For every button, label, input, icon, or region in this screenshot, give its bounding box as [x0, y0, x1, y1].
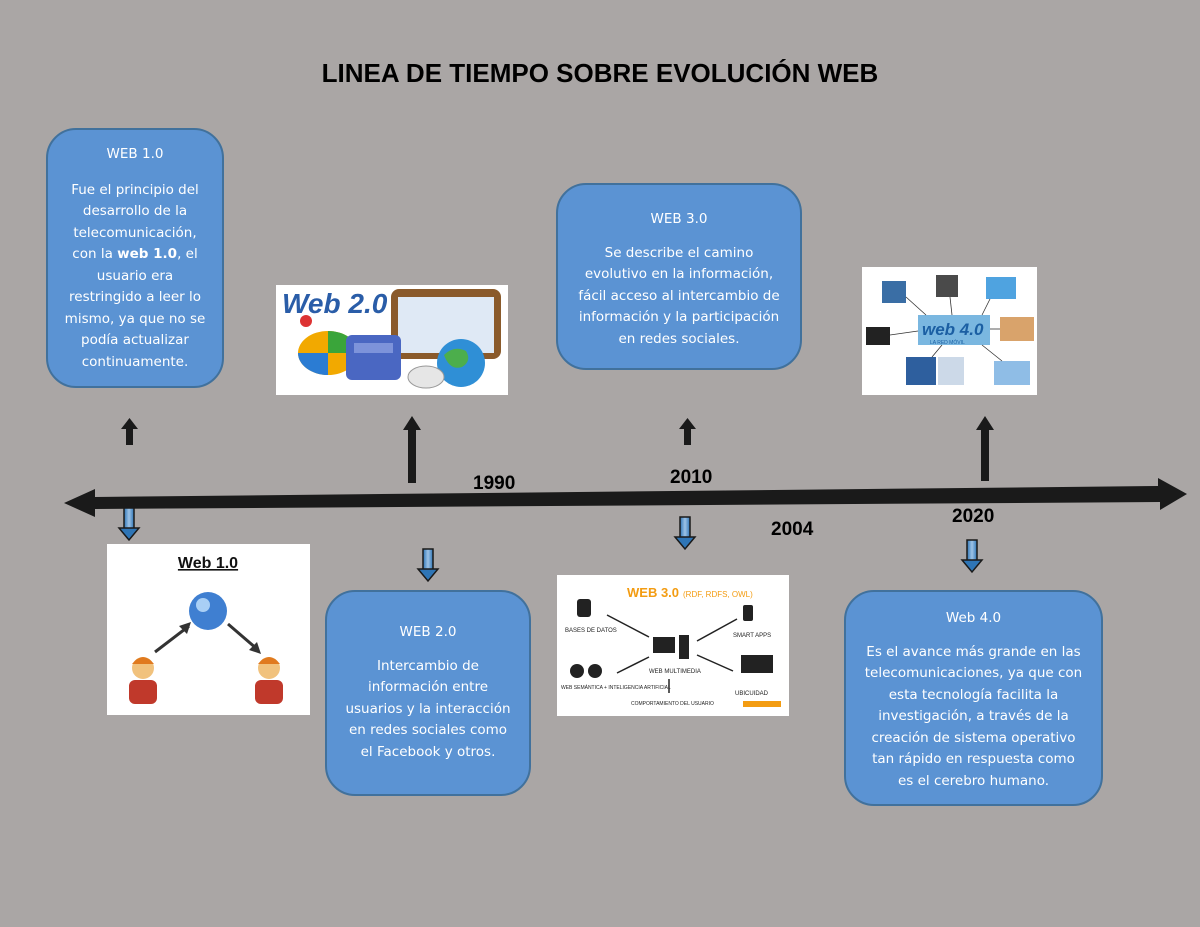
- down-arrow-web2: [416, 548, 440, 583]
- web4-illustration: web 4.0 LA RED MÓVIL: [862, 267, 1037, 395]
- year-2010: 2010: [670, 467, 713, 488]
- web3-image-sub: (RDF, RDFS, OWL): [683, 590, 753, 599]
- year-2020: 2020: [952, 506, 995, 527]
- web1-description: Fue el principio del desarrollo de la te…: [64, 181, 206, 370]
- web4-description: Es el avance más grande en las telecomun…: [864, 643, 1083, 789]
- web4-image-sub: LA RED MÓVIL: [930, 339, 965, 346]
- web3-label-semantic: WEB SEMÁNTICA + INTELIGENCIA ARTIFICIAL: [561, 684, 671, 691]
- year-1990: 1990: [473, 473, 516, 494]
- web3-label-apps: SMART APPS: [733, 633, 771, 639]
- up-arrow-web2: [403, 416, 421, 483]
- web3-description: Se describe el camino evolutivo en la in…: [578, 244, 780, 347]
- page-title: LINEA DE TIEMPO SOBRE EVOLUCIÓN WEB: [321, 58, 879, 88]
- web1-box: WEB 1.0 Fue el principio del desarrollo …: [46, 128, 224, 388]
- web3-label-multimedia: WEB MULTIMEDIA: [649, 669, 701, 675]
- down-arrow-web1: [117, 507, 141, 542]
- web1-heading: WEB 1.0: [106, 146, 164, 162]
- web4-image-label: web 4.0: [922, 320, 984, 339]
- up-arrow-web1: [121, 418, 138, 445]
- up-arrow-web3: [679, 418, 696, 445]
- web2-heading: WEB 2.0: [399, 624, 457, 640]
- web2-box: WEB 2.0 Intercambio de información entre…: [325, 590, 531, 796]
- web1-illustration: Web 1.0: [107, 544, 310, 715]
- web1-image-label: Web 1.0: [178, 555, 238, 572]
- year-2004: 2004: [771, 519, 814, 540]
- web3-image-label: WEB 3.0: [627, 585, 679, 600]
- web4-box: Web 4.0 Es el avance más grande en las t…: [844, 590, 1103, 806]
- web3-heading: WEB 3.0: [650, 211, 708, 227]
- web3-box: WEB 3.0 Se describe el camino evolutivo …: [556, 183, 802, 370]
- up-arrow-web4: [976, 416, 994, 481]
- web3-label-db: BASES DE DATOS: [565, 628, 617, 634]
- down-arrow-web3: [673, 516, 697, 551]
- web2-illustration: Web 2.0: [276, 285, 508, 395]
- timeline-arrow: [64, 478, 1187, 517]
- down-arrow-web4: [960, 539, 984, 574]
- web2-image-label: Web 2.0: [282, 288, 388, 319]
- web1-bold-term: web 1.0: [117, 246, 178, 262]
- web3-label-ubiquity: UBICUIDAD: [735, 691, 769, 697]
- web3-label-behavior: COMPORTAMIENTO DEL USUARIO: [631, 701, 714, 707]
- web2-description: Intercambio de información entre usuario…: [345, 657, 511, 760]
- web3-illustration: WEB 3.0 (RDF, RDFS, OWL) BASES DE DATOS …: [557, 575, 789, 716]
- web4-heading: Web 4.0: [945, 610, 1002, 626]
